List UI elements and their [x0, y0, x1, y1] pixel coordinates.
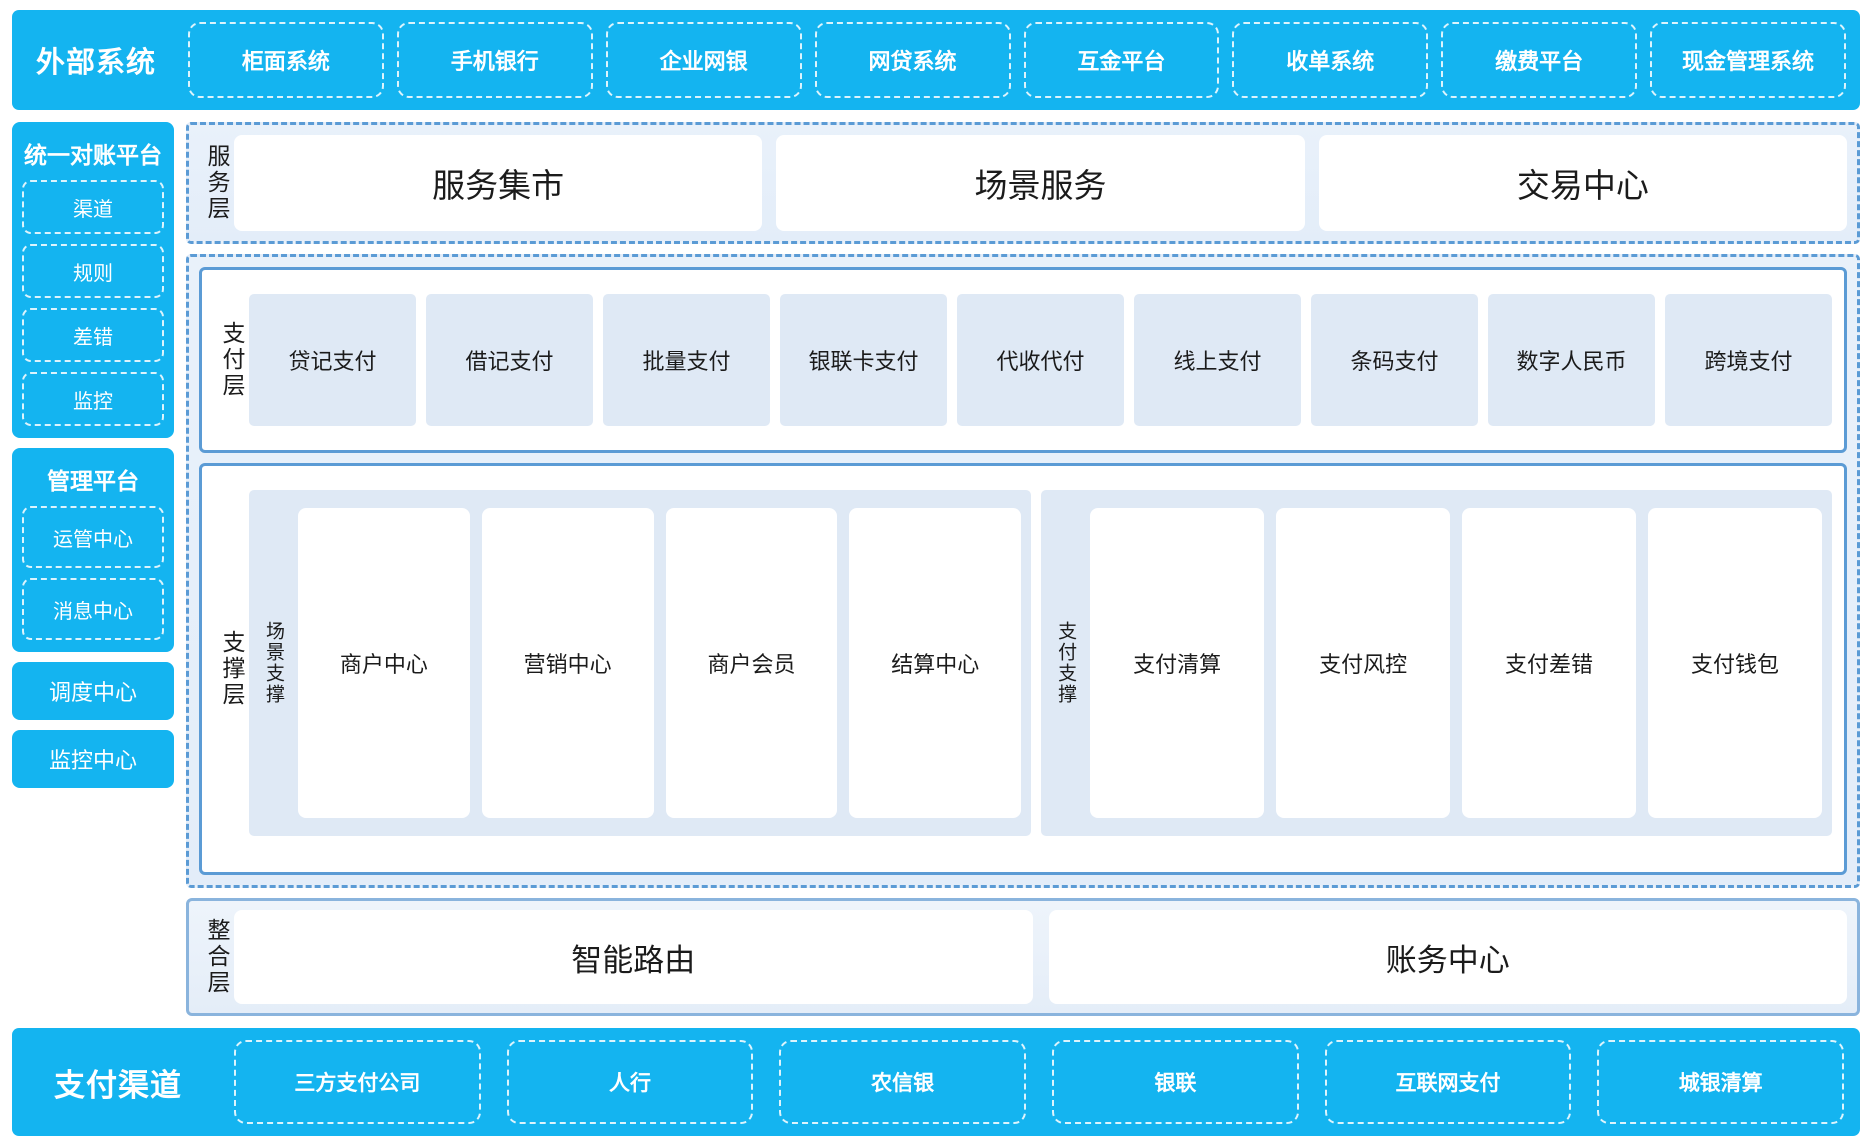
rail-item-monitor[interactable]: 监控 — [22, 372, 164, 426]
support-card-settlement-center[interactable]: 结算中心 — [849, 508, 1022, 818]
management-platform-title: 管理平台 — [47, 468, 139, 494]
support-card-payment-wallet[interactable]: 支付钱包 — [1648, 508, 1823, 818]
payment-channel-chip-list: 三方支付公司 人行 农信银 银联 互联网支付 城银清算 — [234, 1040, 1845, 1124]
support-group-scenario-label: 场景支撑 — [263, 621, 284, 705]
rail-item-scheduling-center[interactable]: 调度中心 — [12, 662, 174, 720]
payment-tile-unionpay-card[interactable]: 银联卡支付 — [780, 294, 947, 426]
payment-layer-panel: 支付层 贷记支付 借记支付 批量支付 银联卡支付 代收代付 线上支付 条码支付 … — [199, 267, 1847, 453]
payment-layer-tiles: 贷记支付 借记支付 批量支付 银联卡支付 代收代付 线上支付 条码支付 数字人民… — [249, 280, 1832, 440]
external-systems-bar: 外部系统 柜面系统 手机银行 企业网银 网贷系统 互金平台 收单系统 缴费平台 … — [12, 10, 1860, 110]
payment-channel-chip[interactable]: 城银清算 — [1597, 1040, 1845, 1124]
support-group-payment-cards: 支付清算 支付风控 支付差错 支付钱包 — [1082, 498, 1824, 828]
reconciliation-platform-group: 统一对账平台 渠道 规则 差错 监控 — [12, 122, 174, 438]
service-layer-label: 服务层 — [204, 144, 230, 222]
service-layer-zone: 服务层 服务集市 场景服务 交易中心 — [186, 122, 1860, 244]
payment-channel-chip[interactable]: 银联 — [1052, 1040, 1299, 1124]
service-card-transaction-center[interactable]: 交易中心 — [1318, 135, 1847, 231]
payment-tile-cross-border[interactable]: 跨境支付 — [1665, 294, 1832, 426]
service-card-scenario[interactable]: 场景服务 — [776, 135, 1305, 231]
reconciliation-platform-title: 统一对账平台 — [24, 142, 162, 168]
integration-card-accounting-center[interactable]: 账务中心 — [1048, 910, 1847, 1004]
rail-item-monitoring-center[interactable]: 监控中心 — [12, 730, 174, 788]
integration-layer-panel: 整合层 智能路由 账务中心 — [186, 898, 1860, 1016]
external-system-chip[interactable]: 互金平台 — [1023, 22, 1220, 98]
core-layers-zone: 支付层 贷记支付 借记支付 批量支付 银联卡支付 代收代付 线上支付 条码支付 … — [186, 254, 1860, 888]
external-systems-chip-list: 柜面系统 手机银行 企业网银 网贷系统 互金平台 收单系统 缴费平台 现金管理系… — [188, 22, 1846, 98]
external-system-chip[interactable]: 收单系统 — [1232, 22, 1429, 98]
payment-layer-label: 支付层 — [219, 321, 245, 399]
left-rail: 统一对账平台 渠道 规则 差错 监控 管理平台 运管中心 消息中心 调度中心 监… — [12, 122, 174, 1016]
rail-item-error[interactable]: 差错 — [22, 308, 164, 362]
external-system-chip[interactable]: 手机银行 — [396, 22, 593, 98]
payment-channel-chip[interactable]: 三方支付公司 — [234, 1040, 481, 1124]
integration-layer-label: 整合层 — [204, 918, 230, 996]
rail-item-rule[interactable]: 规则 — [22, 244, 164, 298]
payment-channel-title: 支付渠道 — [54, 1067, 182, 1103]
external-systems-title: 外部系统 — [35, 47, 156, 79]
external-system-chip[interactable]: 现金管理系统 — [1650, 22, 1846, 98]
platform-layers: 服务层 服务集市 场景服务 交易中心 支付层 贷记支付 借记支付 批量支付 银联… — [186, 122, 1860, 1016]
support-group-scenario: 场景支撑 商户中心 营销中心 商户会员 结算中心 — [249, 490, 1032, 836]
payment-channel-chip[interactable]: 互联网支付 — [1324, 1040, 1572, 1124]
payment-tile-credit[interactable]: 贷记支付 — [249, 294, 416, 426]
support-layer-label: 支撑层 — [219, 630, 245, 708]
support-group-payment: 支付支撑 支付清算 支付风控 支付差错 支付钱包 — [1041, 490, 1832, 836]
support-card-merchant-center[interactable]: 商户中心 — [298, 508, 470, 818]
payment-tile-batch[interactable]: 批量支付 — [603, 294, 770, 426]
rail-item-message-center[interactable]: 消息中心 — [22, 578, 164, 640]
external-system-chip[interactable]: 企业网银 — [605, 22, 802, 98]
payment-tile-online[interactable]: 线上支付 — [1134, 294, 1301, 426]
support-group-payment-label: 支付支撑 — [1055, 621, 1077, 705]
payment-tile-collection-payment[interactable]: 代收代付 — [957, 294, 1124, 426]
payment-channel-chip[interactable]: 农信银 — [779, 1040, 1027, 1124]
service-layer-cards: 服务集市 场景服务 交易中心 — [234, 135, 1847, 231]
support-card-payment-risk[interactable]: 支付风控 — [1276, 508, 1451, 818]
rail-item-channel[interactable]: 渠道 — [22, 180, 164, 234]
payment-tile-digital-rmb[interactable]: 数字人民币 — [1488, 294, 1655, 426]
support-group-scenario-cards: 商户中心 营销中心 商户会员 结算中心 — [290, 498, 1023, 828]
support-card-merchant-member[interactable]: 商户会员 — [665, 508, 838, 818]
support-card-marketing-center[interactable]: 营销中心 — [481, 508, 654, 818]
support-layer-panel: 支撑层 场景支撑 商户中心 营销中心 商户会员 结算中心 — [199, 463, 1847, 875]
middle-region: 统一对账平台 渠道 规则 差错 监控 管理平台 运管中心 消息中心 调度中心 监… — [12, 122, 1860, 1016]
rail-item-operations-center[interactable]: 运管中心 — [22, 506, 164, 568]
external-system-chip[interactable]: 网贷系统 — [814, 22, 1011, 98]
payment-channel-bar: 支付渠道 三方支付公司 人行 农信银 银联 互联网支付 城银清算 — [12, 1028, 1860, 1136]
integration-card-smart-routing[interactable]: 智能路由 — [234, 910, 1033, 1004]
service-card-marketplace[interactable]: 服务集市 — [234, 135, 763, 231]
payment-channel-chip[interactable]: 人行 — [506, 1040, 754, 1124]
support-card-payment-clearing[interactable]: 支付清算 — [1090, 508, 1265, 818]
integration-layer-cards: 智能路由 账务中心 — [234, 910, 1847, 1004]
support-layer-groups: 场景支撑 商户中心 营销中心 商户会员 结算中心 支付支撑 支付清算 — [249, 476, 1832, 862]
support-card-payment-error[interactable]: 支付差错 — [1462, 508, 1637, 818]
payment-tile-barcode[interactable]: 条码支付 — [1311, 294, 1478, 426]
management-platform-group: 管理平台 运管中心 消息中心 — [12, 448, 174, 652]
external-system-chip[interactable]: 缴费平台 — [1441, 22, 1638, 98]
external-system-chip[interactable]: 柜面系统 — [188, 22, 384, 98]
payment-tile-debit[interactable]: 借记支付 — [426, 294, 593, 426]
